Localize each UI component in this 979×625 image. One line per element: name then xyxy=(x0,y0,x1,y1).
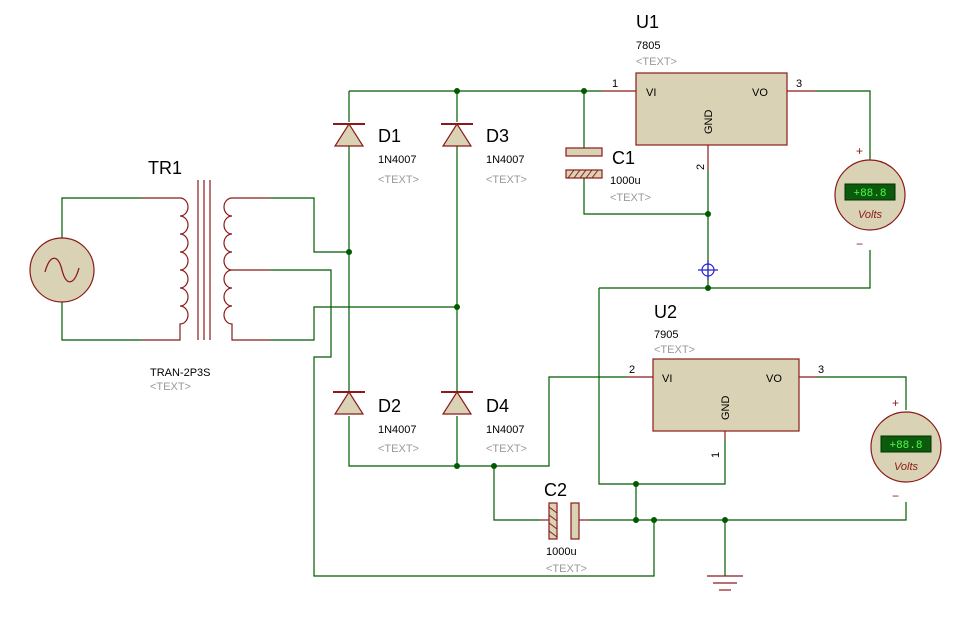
u1-pin-vo: VO xyxy=(752,87,768,99)
u2-text: <TEXT> xyxy=(654,344,695,356)
u2-pin2-num: 2 xyxy=(629,364,635,376)
ac-source[interactable] xyxy=(29,237,95,303)
d2-text: <TEXT> xyxy=(378,443,419,455)
voltmeter-2[interactable]: +88.8 Volts + − xyxy=(870,396,942,503)
u2-pin3-num: 3 xyxy=(818,364,824,376)
voltage-probe-icon[interactable] xyxy=(698,260,718,280)
u2-pin1-num: 1 xyxy=(710,452,722,458)
d3-ref: D3 xyxy=(486,126,509,146)
tr1-ref: TR1 xyxy=(148,158,182,178)
d1-value: 1N4007 xyxy=(378,154,417,166)
u1-ref: U1 xyxy=(636,12,659,32)
vm2-display: +88.8 xyxy=(889,440,922,452)
u2-pin-vi: VI xyxy=(662,373,672,385)
tr1-text: <TEXT> xyxy=(150,381,191,393)
u1-pin3-num: 3 xyxy=(796,78,802,90)
u1-pin-gnd: GND xyxy=(703,110,715,135)
regulator-u2[interactable]: VI VO GND 2 3 1 U2 7905 <TEXT> xyxy=(627,302,824,458)
d1-text: <TEXT> xyxy=(378,174,419,186)
u2-pin-vo: VO xyxy=(766,373,782,385)
voltmeter-1[interactable]: +88.8 Volts + − xyxy=(834,144,906,251)
vm1-minus: − xyxy=(856,237,863,251)
regulator-u1[interactable]: VI VO GND 1 3 2 U1 7805 <TEXT> xyxy=(603,12,815,170)
vm2-label: Volts xyxy=(894,461,919,473)
vm1-label: Volts xyxy=(858,209,883,221)
c1-text: <TEXT> xyxy=(610,192,651,204)
capacitor-c1[interactable]: C1 1000u <TEXT> xyxy=(565,147,651,204)
u1-value: 7805 xyxy=(636,40,660,52)
d1-ref: D1 xyxy=(378,126,401,146)
tr1-value: TRAN-2P3S xyxy=(150,367,211,379)
diode-d3[interactable]: D3 1N4007 <TEXT> xyxy=(441,122,527,186)
d3-value: 1N4007 xyxy=(486,154,525,166)
vm2-minus: − xyxy=(892,489,899,503)
diode-d1[interactable]: D1 1N4007 <TEXT> xyxy=(333,122,419,186)
u1-pin2-num: 2 xyxy=(695,164,707,170)
diode-d2[interactable]: D2 1N4007 <TEXT> xyxy=(333,390,419,455)
c2-text: <TEXT> xyxy=(546,563,587,575)
capacitor-c2[interactable]: C2 1000u <TEXT> xyxy=(541,480,589,575)
u2-ref: U2 xyxy=(654,302,677,322)
diode-d4[interactable]: D4 1N4007 <TEXT> xyxy=(441,390,527,455)
c1-ref: C1 xyxy=(612,148,635,168)
u2-value: 7905 xyxy=(654,329,678,341)
u1-pin-vi: VI xyxy=(646,87,656,99)
d2-ref: D2 xyxy=(378,396,401,416)
c2-ref: C2 xyxy=(544,480,567,500)
d4-ref: D4 xyxy=(486,396,509,416)
d4-value: 1N4007 xyxy=(486,424,525,436)
junctions xyxy=(346,88,728,523)
ground-icon xyxy=(707,575,743,591)
d2-value: 1N4007 xyxy=(378,424,417,436)
u1-pin1-num: 1 xyxy=(612,78,618,90)
d3-text: <TEXT> xyxy=(486,174,527,186)
d4-text: <TEXT> xyxy=(486,443,527,455)
vm1-display: +88.8 xyxy=(853,188,886,200)
u1-text: <TEXT> xyxy=(636,56,677,68)
c1-value: 1000u xyxy=(610,175,641,187)
u2-pin-gnd: GND xyxy=(720,396,732,421)
c2-value: 1000u xyxy=(546,546,577,558)
transformer-tr1[interactable]: TR1 TRAN-2P3S <TEXT> xyxy=(142,158,270,393)
wires xyxy=(61,90,907,577)
vm2-plus: + xyxy=(892,396,899,410)
vm1-plus: + xyxy=(856,144,863,158)
